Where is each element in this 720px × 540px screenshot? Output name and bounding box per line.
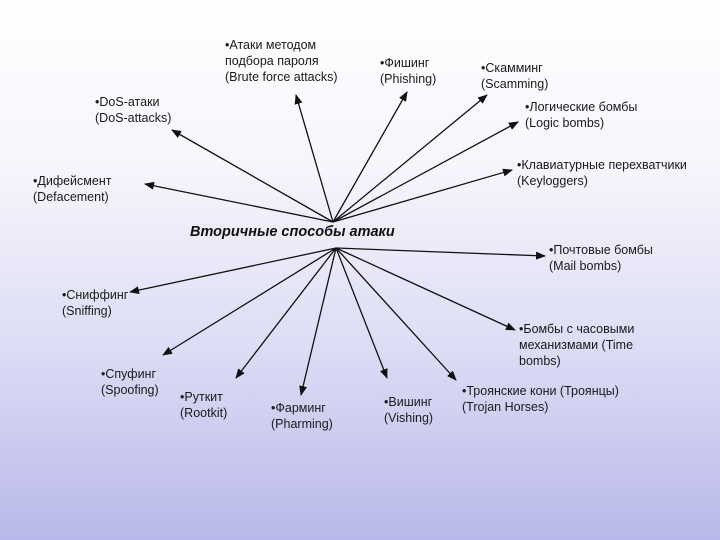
node-time-bombs-line-1: •Бомбы с часовыми [519,322,635,336]
node-defacement: •Дифейсмент (Defacement) [33,173,111,205]
node-logic-bombs-line-2: (Logic bombs) [525,116,605,130]
node-rootkit: •Руткит (Rootkit) [180,389,227,421]
arrow-vishing [335,247,388,379]
arrow-brute-force [294,94,334,223]
node-trojans-line-1: •Троянские кони (Троянцы) [462,384,619,398]
node-brute-force-line-2: подбора пароля [225,54,319,68]
arrow-logic-bombs [332,121,519,223]
node-keyloggers-line-2: (Keyloggers) [517,174,588,188]
arrow-trojans [335,247,457,381]
node-spoofing-line-1: •Спуфинг [101,367,157,381]
arrow-keyloggers [332,168,513,223]
node-time-bombs-line-2: механизмами (Time [519,338,634,352]
node-trojans: •Троянские кони (Троянцы) (Trojan Horses… [462,383,619,415]
node-mail-bombs-line-1: •Почтовые бомбы [549,243,653,257]
node-phishing: •Фишинг (Phishing) [380,55,436,87]
arrow-defacement [144,181,334,223]
node-vishing-line-2: (Vishing) [384,411,434,425]
arrow-mail-bombs [335,247,546,260]
node-spoofing-line-2: (Spoofing) [101,383,159,397]
arrow-spoofing [162,247,337,356]
node-vishing: •Вишинг (Vishing) [384,394,433,426]
center-title: Вторичные способы атаки [190,224,395,240]
node-scamming-line-2: (Scamming) [481,77,549,91]
node-keyloggers-line-1: •Клавиатурные перехватчики [517,158,687,172]
node-pharming-line-2: (Pharming) [271,417,333,431]
node-pharming: •Фарминг (Pharming) [271,400,333,432]
node-phishing-line-1: •Фишинг [380,56,430,70]
arrow-rootkit [235,247,337,379]
node-dos-line-1: •DoS-атаки [95,95,160,109]
node-phishing-line-2: (Phishing) [380,72,437,86]
node-mail-bombs-line-2: (Mail bombs) [549,259,622,273]
node-spoofing: •Спуфинг (Spoofing) [101,366,159,398]
node-dos: •DoS-атаки (DoS-attacks) [95,94,171,126]
node-brute-force: •Атаки методом подбора пароля (Brute for… [225,37,338,85]
node-rootkit-line-2: (Rootkit) [180,406,228,420]
node-scamming-line-1: •Скамминг [481,61,543,75]
node-vishing-line-1: •Вишинг [384,395,433,409]
node-mail-bombs: •Почтовые бомбы (Mail bombs) [549,242,653,274]
arrow-scamming [332,94,488,223]
node-defacement-line-1: •Дифейсмент [33,174,112,188]
node-time-bombs-line-3: bombs) [519,354,561,368]
node-dos-line-2: (DoS-attacks) [95,111,172,125]
node-sniffing-line-1: •Сниффинг [62,288,129,302]
node-brute-force-line-3: (Brute force attacks) [225,70,338,84]
node-rootkit-line-1: •Руткит [180,390,223,404]
arrow-phishing [332,91,408,223]
node-pharming-line-1: •Фарминг [271,401,326,415]
arrow-dos [171,129,334,223]
arrow-pharming [299,247,337,396]
node-scamming: •Скамминг (Scamming) [481,60,548,92]
node-time-bombs: •Бомбы с часовыми механизмами (Time bomb… [519,321,634,369]
node-keyloggers: •Клавиатурные перехватчики (Keyloggers) [517,157,687,189]
arrow-time-bombs [335,247,516,331]
node-brute-force-line-1: •Атаки методом [225,38,317,52]
node-logic-bombs: •Логические бомбы (Logic bombs) [525,99,637,131]
node-trojans-line-2: (Trojan Horses) [462,400,549,414]
node-sniffing: •Сниффинг (Sniffing) [62,287,128,319]
node-sniffing-line-2: (Sniffing) [62,304,112,318]
node-defacement-line-2: (Defacement) [33,190,109,204]
arrow-sniffing [129,247,337,295]
node-logic-bombs-line-1: •Логические бомбы [525,100,638,114]
